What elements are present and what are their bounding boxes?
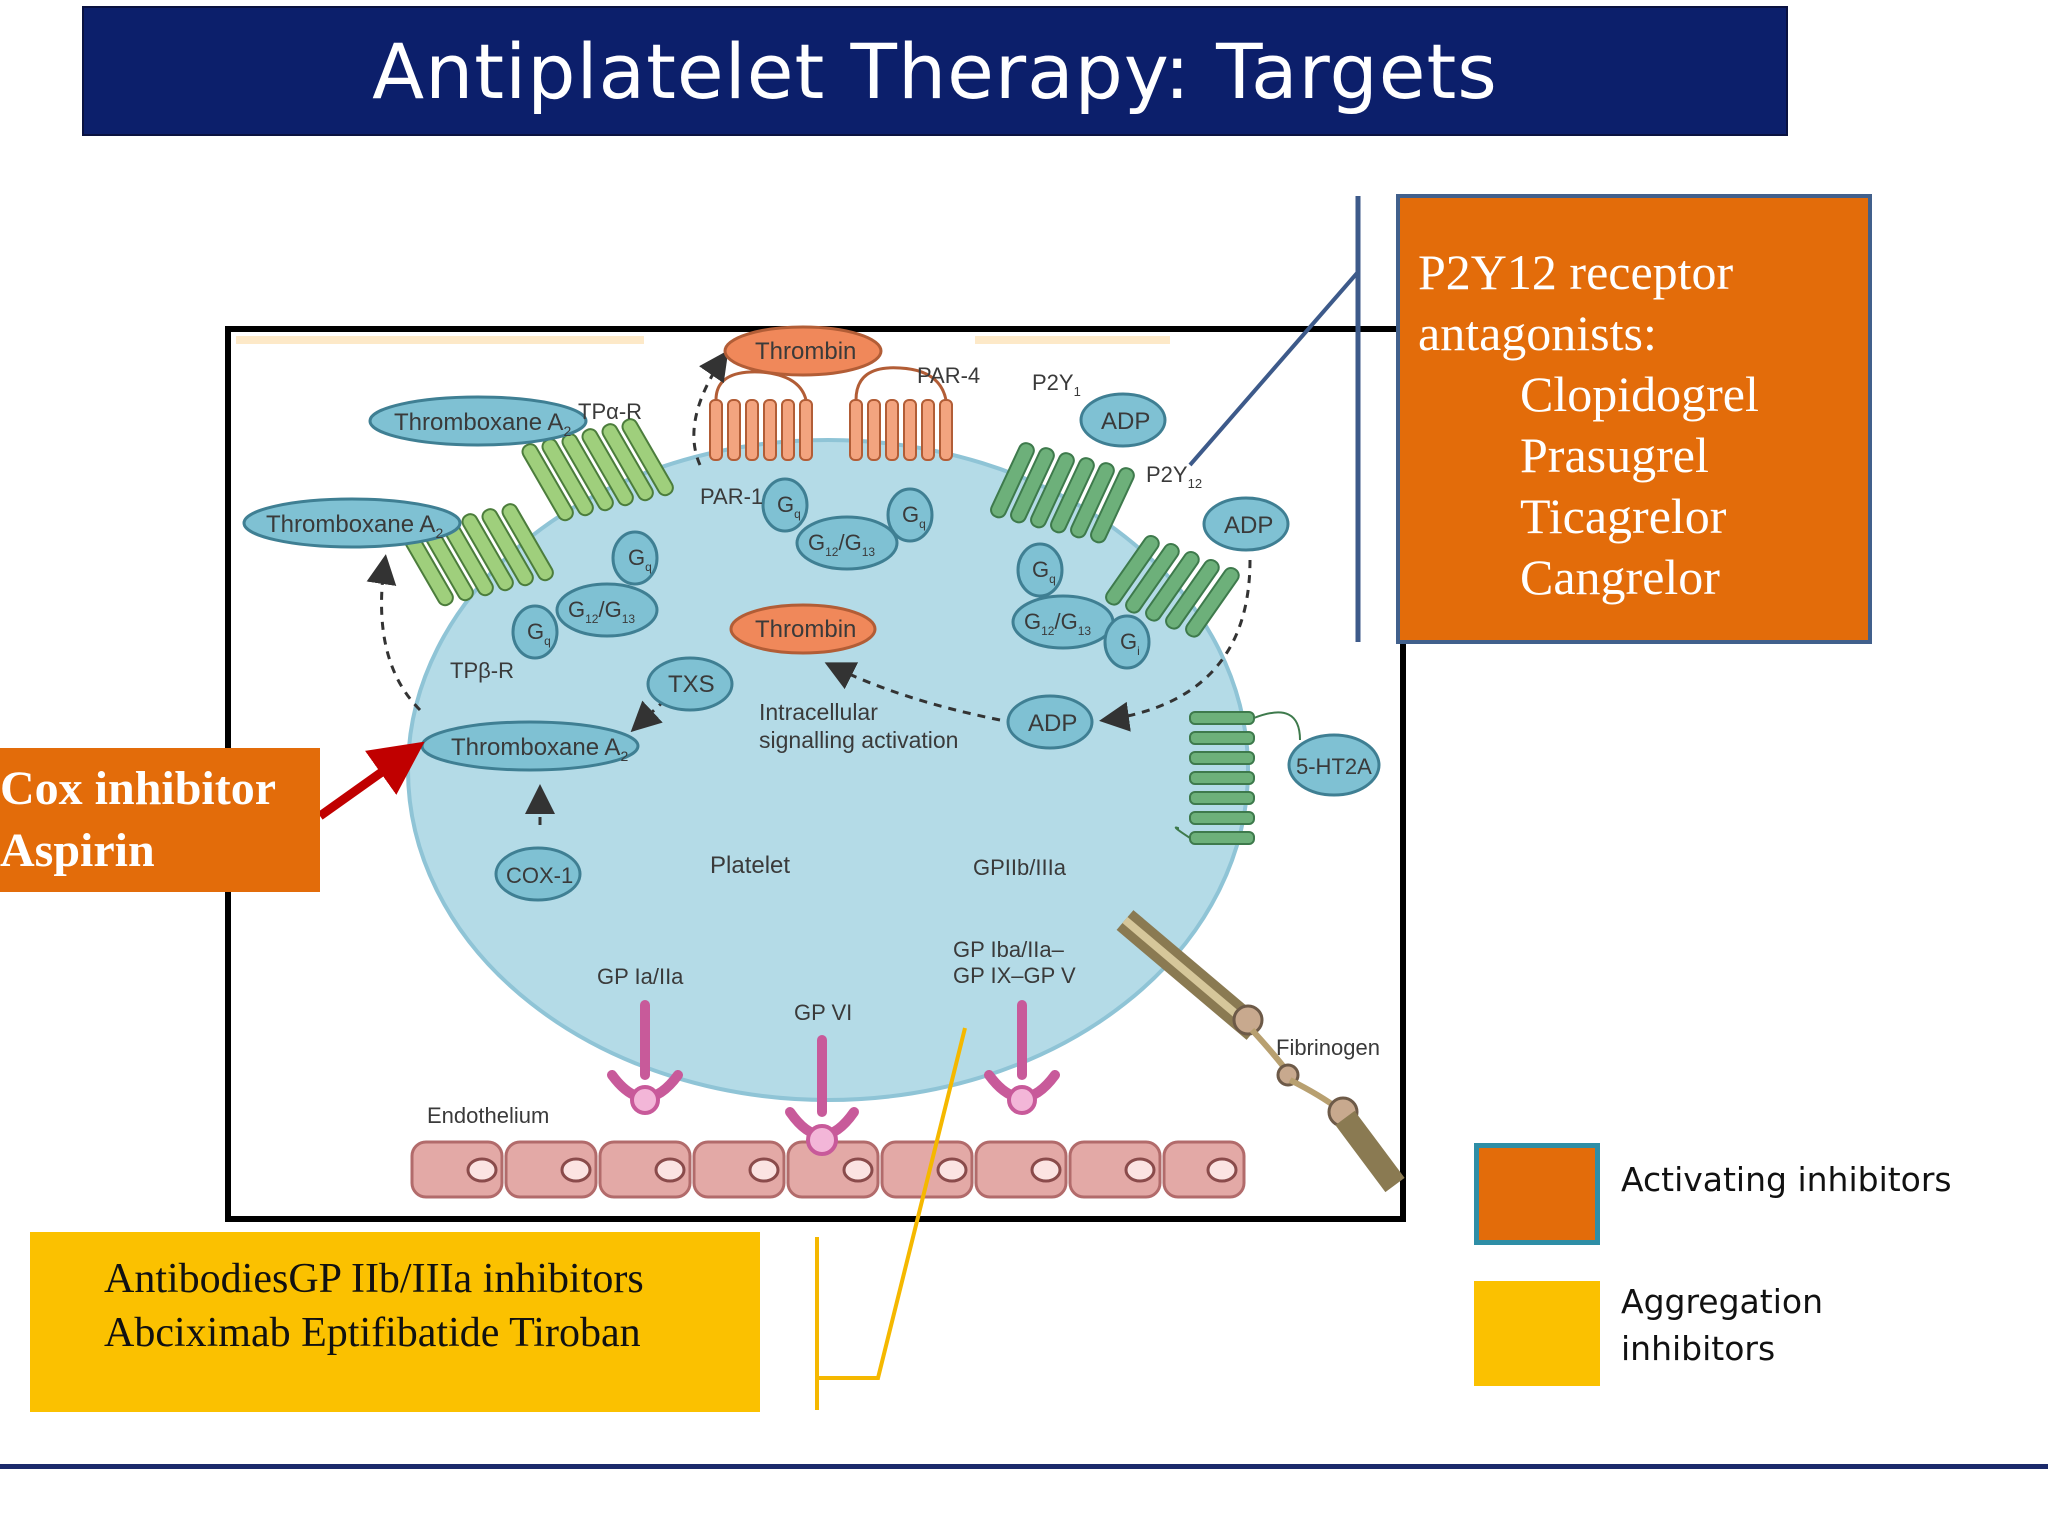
g1213-label-3: G12/G13 [1024, 609, 1091, 638]
gp-line-1: AntibodiesGP IIb/IIIa inhibitors [104, 1256, 644, 1302]
cox1-node [494, 846, 582, 902]
gq-label-3: Gq [777, 492, 801, 521]
gp-pointer [815, 1027, 967, 1410]
thrombin-top-node [723, 325, 883, 377]
adp-node-2 [1202, 496, 1290, 552]
title-bar: Antiplatelet Therapy: Targets [82, 6, 1788, 136]
par4-receptor [849, 366, 953, 461]
gpvi-label: GP VI [794, 1000, 852, 1025]
intracellular-label-1: Intracellular [759, 699, 878, 725]
txa2-top-node [368, 395, 588, 447]
cox1-label: COX-1 [506, 863, 573, 888]
gq-node-5 [1016, 542, 1064, 598]
thrombin-release-arrow [692, 350, 729, 466]
adp-label-3: ADP [1028, 710, 1077, 737]
gq-node-3 [761, 477, 809, 533]
drug-cangrelor: Cangrelor [1520, 549, 1720, 605]
gq-label-4: Gq [902, 502, 926, 531]
thrombin-mid-label: Thrombin [755, 616, 856, 643]
adp-node-1 [1079, 392, 1167, 448]
5-ht2a-receptor [1174, 711, 1301, 845]
p2y12-pointer [1188, 270, 1360, 467]
slide-title: Antiplatelet Therapy: Targets [372, 26, 1498, 116]
g1213-node-1 [555, 582, 659, 638]
gp-ib-receptor [984, 1000, 1060, 1115]
intracellular-label-2: signalling activation [759, 727, 958, 753]
txa2-left-label: Thromboxane A2 [266, 511, 443, 541]
p2y1-receptor [990, 442, 1135, 544]
p2y12-heading-2: antagonists: [1418, 305, 1657, 361]
frame-tint-right [975, 336, 1170, 344]
bottom-rule [0, 1464, 2048, 1469]
par4-label: PAR-4 [917, 363, 980, 388]
gq-label-1: Gq [628, 545, 652, 574]
legend-label-activating: Activating inhibitors [1621, 1160, 1952, 1199]
gp-line-2: Abciximab Eptifibatide Tiroban [104, 1310, 641, 1356]
gpiib-label: GPIIb/IIIa [973, 855, 1067, 880]
legend-aggregation-line-2: inhibitors [1621, 1329, 1776, 1368]
endothelium-cells [410, 1140, 1246, 1199]
g1213-node-2 [795, 515, 899, 571]
cox-line-1: Cox inhibitor [0, 762, 277, 815]
tp-alpha-receptor [521, 418, 674, 522]
txa2-release-arrow [366, 554, 422, 712]
par1-receptor [709, 370, 813, 461]
txa2-left-node [242, 497, 462, 549]
adp-label-1: ADP [1101, 408, 1150, 435]
g1213-label-1: G12/G13 [568, 597, 635, 626]
p2y1-label: P2Y1 [1032, 370, 1081, 399]
fibrinogen-label: Fibrinogen [1276, 1035, 1380, 1060]
drug-ticagrelor: Ticagrelor [1520, 488, 1727, 544]
fibrinogen-bridge [1116, 910, 1405, 1193]
legend-swatch-aggregation [1474, 1281, 1600, 1386]
txa2-top-label: Thromboxane A2 [394, 409, 571, 439]
gpib-label-2: GP IX–GP V [953, 963, 1076, 988]
txs-label: TXS [668, 671, 715, 698]
drug-prasugrel: Prasugrel [1520, 427, 1709, 483]
gp-ia-iia-receptor [607, 1000, 683, 1115]
gq-label-5: Gq [1032, 557, 1056, 586]
gp-callout: AntibodiesGP IIb/IIIa inhibitors Abcixim… [30, 1232, 760, 1412]
adp-label-2: ADP [1224, 512, 1273, 539]
p2y12-receptor [1105, 534, 1240, 638]
gi-label: Gi [1120, 629, 1140, 658]
gq-node-4 [886, 487, 934, 543]
gp-vi-receptor [785, 1035, 859, 1156]
thrombin-mid-node [729, 603, 877, 655]
aspirin-arrow [317, 741, 425, 820]
gpia-label: GP Ia/IIa [597, 964, 684, 989]
cox-line-2: Aspirin [0, 824, 155, 877]
legend-label-aggregation: Aggregation inhibitors [1621, 1278, 1823, 1372]
signalling-arrow [824, 662, 1001, 722]
gq-node-2 [511, 604, 559, 660]
thrombin-top-label: Thrombin [755, 338, 856, 365]
par1-label: PAR-1 [700, 484, 763, 509]
tpa-r-label: TPα-R [578, 399, 642, 424]
adp-release-arrow [1099, 559, 1252, 732]
txs-node [646, 656, 734, 712]
legend-swatch-activating [1474, 1143, 1600, 1245]
gi-node [1103, 614, 1151, 670]
g1213-label-2: G12/G13 [808, 530, 875, 559]
gpib-label-1: GP Iba/IIa– [953, 937, 1065, 962]
gq-label-2: Gq [527, 619, 551, 648]
gq-node-1 [611, 530, 659, 586]
drug-clopidogrel: Clopidogrel [1520, 366, 1759, 422]
adp-node-3 [1006, 694, 1094, 750]
cox-callout: Cox inhibitor Aspirin [0, 748, 320, 892]
endothelium-label: Endothelium [427, 1103, 549, 1128]
p2y12-label: P2Y12 [1146, 462, 1202, 491]
legend-aggregation-line-1: Aggregation [1621, 1282, 1823, 1321]
p2y12-callout: P2Y12 receptor antagonists: Clopidogrel … [1396, 194, 1872, 644]
txa2-inner-label: Thromboxane A2 [451, 734, 628, 764]
txs-arrow [630, 698, 667, 733]
tpb-r-label: TPβ-R [450, 658, 514, 683]
p2y12-heading-1: P2Y12 receptor [1418, 244, 1734, 300]
5-ht2a-node [1287, 733, 1381, 797]
5-ht2a-label: 5-HT2A [1296, 754, 1372, 779]
platelet-label: Platelet [710, 852, 790, 879]
frame-tint-left [236, 336, 644, 344]
